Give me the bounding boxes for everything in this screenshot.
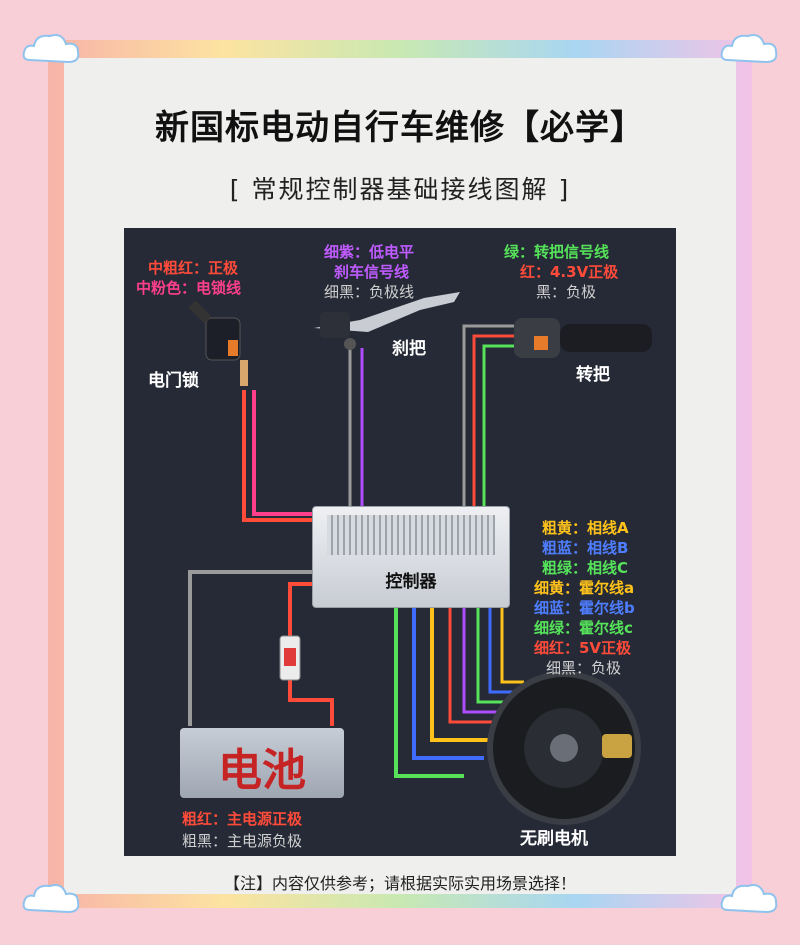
throttle-black-wire	[462, 324, 514, 506]
battery-red-wire	[288, 582, 334, 726]
motor-red-thin	[448, 606, 504, 724]
lock-label-2: 中粉色：电锁线	[136, 279, 242, 297]
throttle-grip-icon	[514, 318, 652, 358]
motor-green-thin	[476, 606, 516, 704]
battery-label-2: 粗黑：主电源负极	[182, 832, 303, 850]
brushless-motor-icon	[487, 671, 641, 825]
motor-green-thick	[394, 606, 464, 778]
battery-box: 电池	[180, 728, 344, 798]
throttle-red-wire	[472, 334, 514, 506]
throttle-label-3: 黑：负极	[536, 283, 597, 301]
motor-label-6: 细绿：霍尔线c	[534, 619, 633, 637]
controller-name: 控制器	[385, 572, 437, 592]
motor-purple-thin	[462, 606, 510, 714]
lock-label-1: 中粗红：正极	[148, 259, 239, 277]
controller-heat-fins	[327, 515, 495, 555]
battery-name: 电池	[218, 745, 306, 796]
cloud-decoration-icon	[720, 884, 778, 914]
motor-label-5: 细蓝：霍尔线b	[534, 599, 635, 617]
motor-yellow-thin	[500, 606, 524, 684]
cloud-decoration-icon	[720, 34, 778, 64]
motor-label-4: 细黄：霍尔线a	[534, 579, 635, 597]
throttle-name: 转把	[576, 365, 610, 385]
motor-label-7: 细红：5V正极	[534, 639, 632, 657]
lock-pink-wire	[252, 390, 312, 516]
key-lock-icon	[188, 300, 248, 386]
footnote: 【注】内容仅供参考；请根据实际实用场景选择！	[223, 874, 576, 893]
motor-label-1: 粗黄：相线A	[542, 519, 629, 537]
brake-label-1: 细紫：低电平	[324, 243, 415, 261]
motor-label-3: 粗绿：相线C	[542, 559, 629, 577]
page-subtitle: [ 常规控制器基础接线图解 ]	[229, 175, 571, 204]
brake-name: 刹把	[392, 339, 426, 359]
cloud-decoration-icon	[22, 34, 80, 64]
controller-box: 控制器	[312, 506, 510, 608]
battery-black-wire	[188, 570, 312, 726]
motor-blue-thin	[488, 606, 520, 694]
motor-label-2: 粗蓝：相线B	[542, 539, 629, 557]
lock-red-wire	[242, 390, 312, 522]
battery-label-1: 粗红：主电源正极	[182, 810, 303, 828]
lock-name: 电门锁	[148, 371, 199, 391]
throttle-label-2: 红：4.3V正极	[520, 263, 619, 281]
motor-name: 无刷电机	[520, 829, 588, 849]
wires-layer	[188, 292, 652, 825]
brake-label-3: 细黑：负极线	[324, 283, 415, 301]
brake-label-2: 刹车信号线	[334, 263, 410, 281]
cloud-decoration-icon	[22, 884, 80, 914]
motor-yellow-thick	[430, 606, 494, 742]
motor-label-8: 细黑：负极	[546, 659, 622, 677]
throttle-green-wire	[482, 344, 514, 506]
page-title: 新国标电动自行车维修【必学】	[155, 108, 645, 148]
throttle-label-1: 绿：转把信号线	[504, 243, 610, 261]
motor-blue-thick	[412, 606, 484, 760]
brake-lever-icon	[314, 292, 460, 350]
